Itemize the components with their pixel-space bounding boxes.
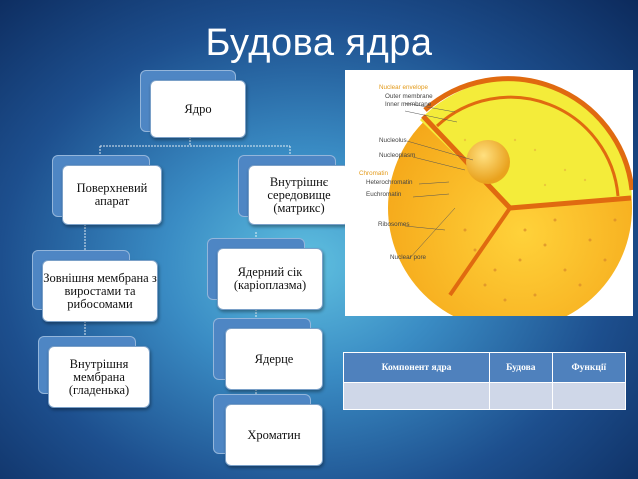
- node-nucleolus-label: Ядерце: [225, 328, 323, 390]
- table-row: [343, 382, 627, 410]
- node-internal-environment-label: Внутрішнє середовище (матрикс): [248, 165, 350, 225]
- slide-title: Будова ядра: [205, 22, 433, 64]
- table-header-row: Компонент ядра Будова Функції: [343, 352, 627, 383]
- node-inner-membrane: Внутрішня мембрана (гладенька): [38, 336, 150, 408]
- label-euchromatin: Euchromatin: [366, 191, 402, 198]
- nucleus-components-table: Компонент ядра Будова Функції: [343, 352, 627, 410]
- table-cell[interactable]: [343, 382, 490, 410]
- node-nuclear-sap: Ядерний сік (каріоплазма): [207, 238, 323, 310]
- node-outer-membrane: Зовнішня мембрана з виростами та рибосом…: [32, 250, 158, 322]
- node-chromatin: Хроматин: [213, 394, 323, 466]
- node-internal-environment: Внутрішнє середовище (матрикс): [238, 155, 350, 225]
- table-header-component: Компонент ядра: [343, 352, 490, 383]
- label-heterochromatin: Heterochromatin: [366, 179, 413, 186]
- envelope-cut-down: [448, 206, 512, 297]
- envelope-cut-right: [509, 195, 632, 211]
- node-nucleus-label: Ядро: [150, 80, 246, 138]
- table-cell[interactable]: [551, 382, 627, 410]
- node-inner-membrane-label: Внутрішня мембрана (гладенька): [48, 346, 150, 408]
- label-nucleoplasm: Nucleoplasm: [379, 152, 416, 159]
- node-nucleolus: Ядерце: [213, 318, 323, 390]
- label-outer-membrane: Outer membrane: [385, 93, 433, 100]
- nucleus-drawing: [388, 76, 635, 330]
- nucleolus-shape: [466, 140, 510, 184]
- table-header-structure: Будова: [489, 352, 553, 383]
- label-ribosomes: Ribosomes: [378, 221, 410, 228]
- ribosome-dots: [463, 218, 617, 302]
- nuclear-envelope-outer: [423, 76, 635, 191]
- label-nuclear-pore: Nuclear pore: [390, 254, 427, 261]
- table-header-functions: Функції: [551, 352, 627, 383]
- label-chromatin: Chromatin: [359, 170, 389, 177]
- nuclear-envelope-inner: [435, 95, 620, 197]
- node-surface-apparatus-label: Поверхневий апарат: [62, 165, 162, 225]
- label-leader-lines: [404, 102, 474, 260]
- table-cell[interactable]: [489, 382, 553, 410]
- label-nucleolus: Nucleolus: [379, 137, 407, 144]
- nucleus-illustration: Nuclear envelope Outer membrane Inner me…: [345, 70, 635, 330]
- label-nuclear-envelope: Nuclear envelope: [379, 84, 429, 91]
- node-surface-apparatus: Поверхневий апарат: [52, 155, 162, 225]
- nucleoplasm-section: [420, 80, 632, 208]
- node-nucleus: Ядро: [140, 70, 246, 138]
- node-outer-membrane-label: Зовнішня мембрана з виростами та рибосом…: [42, 260, 158, 322]
- node-chromatin-label: Хроматин: [225, 404, 323, 466]
- label-inner-membrane: Inner membrane: [385, 101, 432, 108]
- node-nuclear-sap-label: Ядерний сік (каріоплазма): [217, 248, 323, 310]
